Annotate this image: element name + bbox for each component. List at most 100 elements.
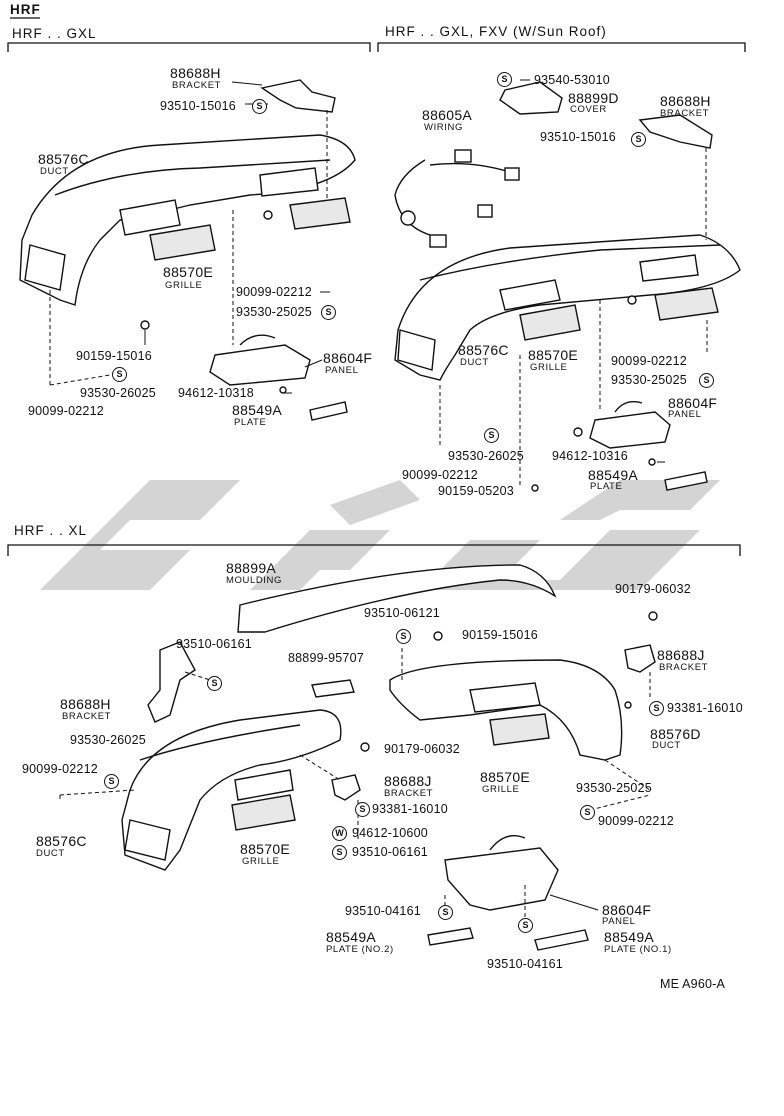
part-label: 93510-15016 (160, 99, 236, 113)
s-mark-icon: S (104, 774, 119, 789)
part-label: 88899A (226, 560, 277, 576)
part-label: 88549A (588, 467, 639, 483)
part-desc: GRILLE (165, 280, 203, 291)
part-desc: GRILLE (242, 856, 280, 867)
bottom-leaders (59, 648, 651, 920)
s-mark-icon: S (518, 918, 533, 933)
part-desc: PANEL (602, 916, 636, 927)
part-label: 88549A (326, 929, 377, 945)
part-desc: GRILLE (530, 362, 568, 373)
part-label: 93530-26025 (80, 386, 156, 400)
part-desc: PLATE (NO.1) (604, 944, 672, 955)
top-left-parts (19, 79, 356, 421)
s-mark-icon: S (252, 99, 267, 114)
part-desc: PLATE (590, 481, 623, 492)
top-right-parts (394, 81, 741, 492)
part-label: 90099-02212 (28, 404, 104, 418)
part-label: 94612-10316 (552, 449, 628, 463)
part-label: 88605A (422, 107, 473, 123)
part-label: 88688H (60, 696, 111, 712)
part-label: 90099-02212 (236, 285, 312, 299)
part-desc: PLATE (NO.2) (326, 944, 394, 955)
s-mark-icon: S (649, 701, 664, 716)
part-label: 88570E (240, 841, 291, 857)
section-header-bottom: HRF . . XL (14, 523, 88, 538)
part-label: 88570E (528, 347, 579, 363)
part-label: 90099-02212 (22, 762, 98, 776)
part-label: 93530-26025 (70, 733, 146, 747)
bottom-parts (121, 564, 658, 951)
section-header-top-left: HRF . . GXL (12, 26, 97, 41)
part-label: 93510-06161 (176, 637, 252, 651)
part-label: 88688J (657, 647, 705, 663)
part-label: 88604F (323, 350, 373, 366)
part-label: 88576C (458, 342, 509, 358)
section-header-top-right: HRF . . GXL, FXV (W/Sun Roof) (385, 24, 607, 39)
part-desc: MOULDING (226, 575, 282, 586)
part-label: 94612-10318 (178, 386, 254, 400)
part-label: 90099-02212 (598, 814, 674, 828)
part-label: 93510-06161 (352, 845, 428, 859)
part-desc: WIRING (424, 122, 463, 133)
part-label: 88688J (384, 773, 432, 789)
part-label: 93530-25025 (236, 305, 312, 319)
part-label: 90099-02212 (611, 354, 687, 368)
part-label: 93381-16010 (372, 802, 448, 816)
part-label: 88604F (668, 395, 718, 411)
part-label: 93530-25025 (611, 373, 687, 387)
part-desc: DUCT (652, 740, 681, 751)
part-desc: BRACKET (660, 108, 710, 119)
s-mark-icon: S (355, 802, 370, 817)
part-desc: PANEL (325, 365, 359, 376)
w-mark-icon: W (332, 826, 347, 841)
part-label: 88576D (650, 726, 701, 742)
part-label: 93540-53010 (534, 73, 610, 87)
part-desc: PANEL (668, 409, 702, 420)
part-label: 88604F (602, 902, 652, 918)
s-mark-icon: S (438, 905, 453, 920)
part-label: 88688H (170, 65, 221, 81)
part-desc: PLATE (234, 417, 267, 428)
part-label: 88570E (163, 264, 214, 280)
part-desc: DUCT (36, 848, 65, 859)
diagram-title: HRF (10, 2, 41, 17)
part-label: 90099-02212 (402, 468, 478, 482)
part-label: 93510-15016 (540, 130, 616, 144)
part-label: 93530-26025 (448, 449, 524, 463)
s-mark-icon: S (497, 72, 512, 87)
s-mark-icon: S (580, 805, 595, 820)
part-label: 94612-10600 (352, 826, 428, 840)
part-label: 90159-15016 (462, 628, 538, 642)
part-desc: GRILLE (482, 784, 520, 795)
part-label: 90179-06032 (384, 742, 460, 756)
part-label: 88899D (568, 90, 619, 106)
part-label: 93510-04161 (345, 904, 421, 918)
part-label: 93381-16010 (667, 701, 743, 715)
part-label: 93530-25025 (576, 781, 652, 795)
part-desc: COVER (570, 104, 607, 115)
part-desc: BRACKET (659, 662, 709, 673)
part-label: 93510-04161 (487, 957, 563, 971)
s-mark-icon: S (699, 373, 714, 388)
part-label: 88549A (604, 929, 655, 945)
part-label: 88576C (36, 833, 87, 849)
part-desc: DUCT (460, 357, 489, 368)
part-desc: BRACKET (62, 711, 112, 722)
figure-code: ME A960-A (660, 977, 726, 991)
s-mark-icon: S (396, 629, 411, 644)
part-label: 88576C (38, 151, 89, 167)
part-label: 88899-95707 (288, 651, 364, 665)
part-desc: BRACKET (172, 80, 222, 91)
part-label: 88549A (232, 402, 283, 418)
s-mark-icon: S (631, 132, 646, 147)
s-mark-icon: S (321, 305, 336, 320)
part-desc: DUCT (40, 166, 69, 177)
s-mark-icon: S (332, 845, 347, 860)
part-label: 88570E (480, 769, 531, 785)
part-label: 90179-06032 (615, 582, 691, 596)
part-label: 90159-05203 (438, 484, 514, 498)
s-mark-icon: S (207, 676, 222, 691)
s-mark-icon: S (112, 367, 127, 382)
